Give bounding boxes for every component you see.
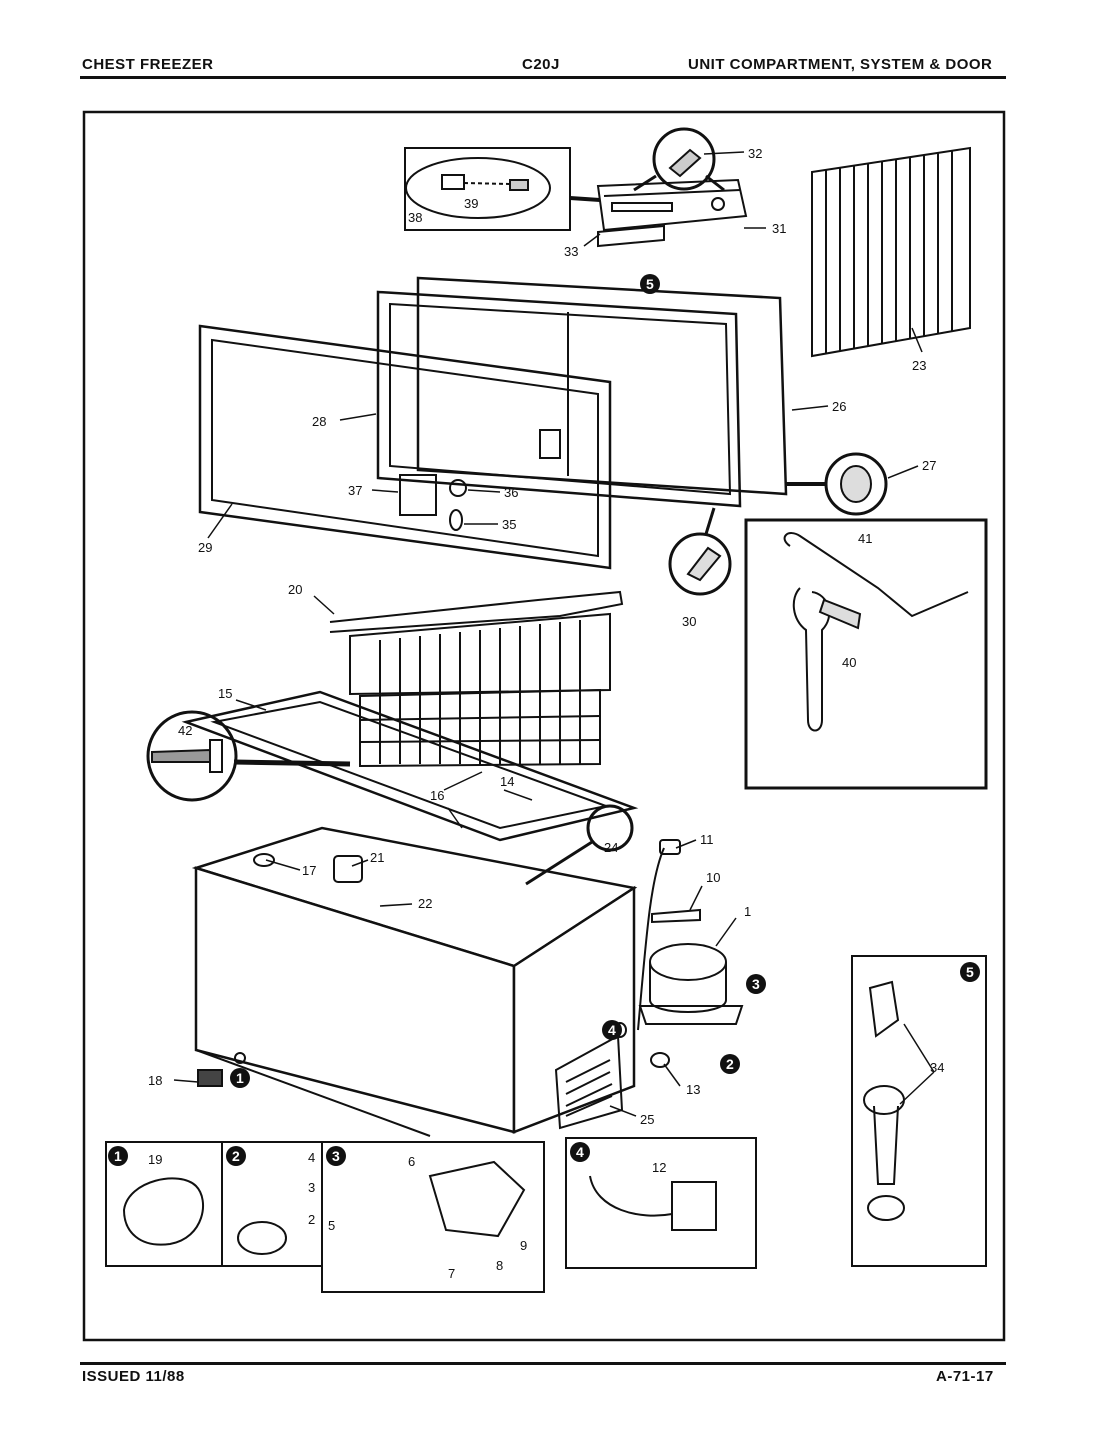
badge-4-label: 4 [608,1022,616,1038]
callout-31: 31 [772,221,786,236]
badge-3-icon [746,974,766,994]
callout-8: 8 [496,1258,503,1273]
inset-badge-3-label: 3 [332,1148,340,1164]
callout-7: 7 [448,1266,455,1281]
inset-hinge-rod [744,518,988,790]
footer-rule [80,1362,1006,1365]
callout-38: 38 [408,210,422,225]
inset-badge-2-icon [226,1146,246,1166]
callout-16: 16 [430,788,444,803]
callout-4: 4 [308,1150,315,1165]
callout-41: 41 [858,531,872,546]
inset-thermostat [565,1137,757,1269]
callout-37: 37 [348,483,362,498]
badge-1-icon [230,1068,250,1088]
badge-2-label: 2 [726,1056,734,1072]
callout-3: 3 [308,1180,315,1195]
wire-shelf [811,146,971,358]
inset-badge-2-label: 2 [232,1148,240,1164]
inset-relay [321,1141,545,1293]
inset-badge-1-icon [108,1146,128,1166]
badge-3-label: 3 [752,976,760,992]
callout-28: 28 [312,414,326,429]
header-title-left: CHEST FREEZER [82,56,214,73]
inset-screw [146,710,351,802]
callout-22: 22 [418,896,432,911]
callout-15: 15 [218,686,232,701]
callout-36: 36 [504,485,518,500]
callout-27: 27 [922,458,936,473]
callout-17: 17 [302,863,316,878]
callout-26: 26 [832,399,846,414]
inset-wire-switch [404,147,601,231]
inset-badge-3-icon [326,1146,346,1166]
callout-35: 35 [502,517,516,532]
inset-badge-5-icon [960,962,980,982]
inset-badge-4-icon [570,1142,590,1162]
callout-13: 13 [686,1082,700,1097]
badge-5-label: 5 [646,276,654,292]
badge-2-icon [720,1054,740,1074]
callout-40: 40 [842,655,856,670]
callout-12: 12 [652,1160,666,1175]
diagram-frame [82,110,1006,1342]
leader-lines [173,151,935,1117]
callout-5: 5 [328,1218,335,1233]
callout-24: 24 [604,840,618,855]
callout-42: 42 [178,723,192,738]
callout-25: 25 [640,1112,654,1127]
callout-2: 2 [308,1212,315,1227]
header-rule [80,76,1006,79]
callout-34: 34 [930,1060,944,1075]
badge-1-label: 1 [236,1070,244,1086]
callout-21: 21 [370,850,384,865]
footer-issued: ISSUED 11/88 [82,1368,185,1385]
cabinet [191,804,638,1137]
callout-6: 6 [408,1154,415,1169]
callout-9: 9 [520,1238,527,1253]
callout-32: 32 [748,146,762,161]
callout-14: 14 [500,774,514,789]
callout-33: 33 [564,244,578,259]
hinge-bar-assembly [596,127,748,248]
header-title-right: UNIT COMPARTMENT, SYSTEM & DOOR [688,56,993,73]
callout-10: 10 [706,870,720,885]
callout-11: 11 [700,832,714,847]
callout-18: 18 [148,1073,162,1088]
badge-5-icon [640,274,660,294]
inset-badge-4-label: 4 [576,1144,584,1160]
inset-lock [851,955,987,1267]
wire-basket [329,590,624,768]
inset-badge-1-label: 1 [114,1148,122,1164]
inset-badge-5-label: 5 [966,964,974,980]
badge-4-icon [602,1020,622,1040]
callout-39: 39 [464,196,478,211]
callout-29: 29 [198,540,212,555]
callout-1: 1 [744,904,751,919]
lid-assembly [198,276,888,596]
footer-page-code: A-71-17 [936,1368,994,1385]
callout-30: 30 [682,614,696,629]
compressor-assembly [613,839,744,1068]
callout-20: 20 [288,582,302,597]
callout-19: 19 [148,1152,162,1167]
header-model: C20J [522,56,560,73]
callout-23: 23 [912,358,926,373]
